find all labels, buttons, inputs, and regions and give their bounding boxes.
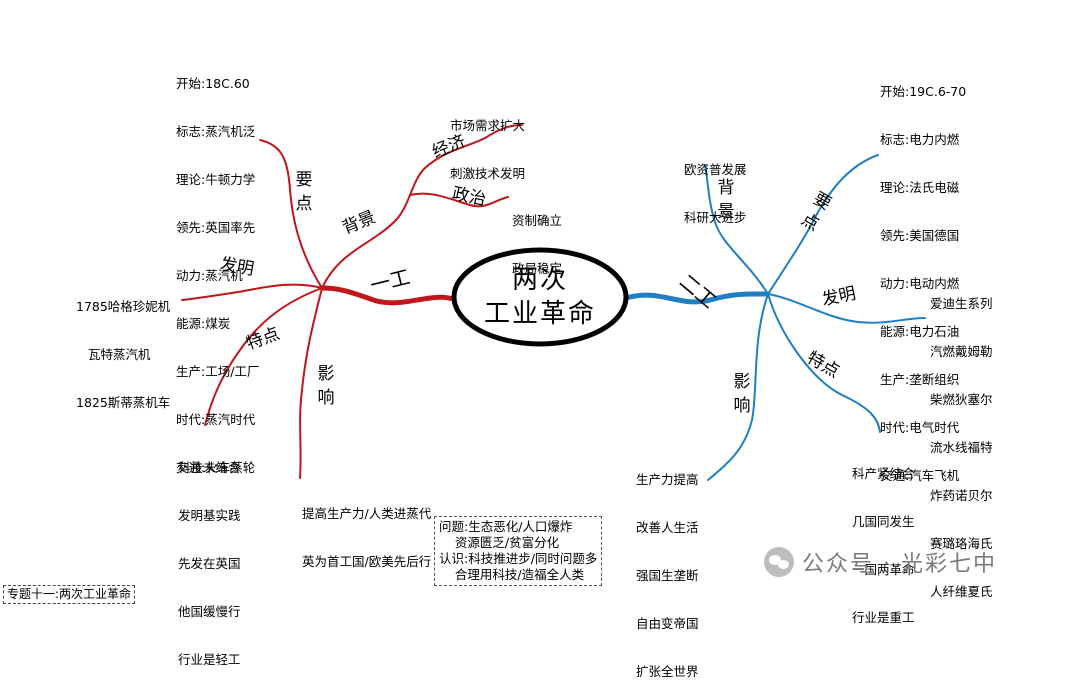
- right-yingxiang-branch: [707, 293, 769, 481]
- left-jingji-branch: [424, 124, 523, 169]
- right-yingxiang-item: 自由变帝国: [636, 616, 699, 631]
- left-yingxiang-label: 影响: [317, 364, 335, 408]
- left-main-branch: [319, 285, 459, 306]
- right-tedian-list: 科产紧结合 几国同发生 一国两革命 行业是重工: [852, 434, 915, 642]
- wechat-icon: [764, 547, 794, 577]
- left-zhengzhi-item: 政局稳定: [512, 261, 563, 276]
- right-beijing-item: 欧资普发展: [684, 162, 747, 177]
- left-yingxiang-item: 提高生产力/人类进蒸代: [302, 506, 432, 521]
- left-yingxiang-list: 提高生产力/人类进蒸代 英为首工国/欧美先后行: [302, 474, 431, 586]
- right-yaodian-item: 动力:电动内燃: [880, 276, 960, 291]
- left-yaodian-item: 交通:火车蒸轮: [176, 460, 256, 475]
- left-branches: [181, 124, 523, 479]
- right-beijing-label: 背景: [717, 178, 735, 222]
- left-faming-branch: [181, 283, 323, 301]
- mind-map-canvas: [181, 124, 926, 481]
- right-yaodian-item: 理论:法氏电磁: [880, 180, 960, 195]
- right-faming-item: 爱迪生系列: [930, 296, 993, 311]
- right-yingxiang-item: 强国生垄断: [636, 568, 699, 583]
- right-yaodian-list: 开始:19C.6-70 标志:电力内燃 理论:法氏电磁 领先:美国德国 动力:电…: [880, 52, 966, 500]
- left-yingxiang-branch: [299, 287, 323, 479]
- right-faming-item: 汽燃戴姆勒: [930, 344, 993, 359]
- left-tedian-item: 他国缓慢行: [178, 604, 241, 619]
- right-faming-item: 炸药诺贝尔: [930, 488, 993, 503]
- right-faming-item: 人纤维夏氏: [930, 584, 993, 599]
- left-yaodian-label: 要点: [295, 170, 313, 214]
- left-jingji-list: 市场需求扩大 刺激技术发明: [450, 86, 525, 198]
- left-tedian-item: 科技未结合: [178, 460, 241, 475]
- left-jingji-item: 刺激技术发明: [450, 166, 526, 181]
- right-branches: [623, 154, 926, 481]
- right-yaodian-item: 能源:电力石油: [880, 324, 960, 339]
- center-title-line1: 两次: [511, 265, 568, 295]
- center-title-line2: 工业革命: [483, 299, 596, 329]
- left-tedian-item: 发明基实践: [178, 508, 241, 523]
- right-tedian-item: 几国同发生: [852, 514, 915, 529]
- left-zhengzhi-item: 资制确立: [512, 213, 563, 228]
- right-faming-item: 赛璐珞海氏: [930, 536, 993, 551]
- right-yaodian-item: 开始:19C.6-70: [880, 84, 967, 99]
- right-yaodian-item: 交通:汽车飞机: [880, 468, 960, 483]
- left-faming-list: 1785哈格珍妮机 瓦特蒸汽机 1825斯蒂蒸机车: [76, 267, 170, 427]
- right-tedian-item: 行业是重工: [852, 610, 915, 625]
- summary-item: 资源匮乏/贫富分化: [439, 535, 560, 550]
- summary-item: 认识:科技推进步/同时问题多: [439, 551, 598, 566]
- summary-item: 问题:生态恶化/人口爆炸: [439, 519, 573, 534]
- right-yaodian-item: 时代:电气时代: [880, 420, 960, 435]
- left-beijing-branch: [321, 167, 426, 289]
- right-faming-list: 爱迪生系列 汽燃戴姆勒 柴燃狄塞尔 流水线福特 炸药诺贝尔 赛璐珞海氏 人纤维夏…: [930, 264, 993, 616]
- left-yaodian-branch: [259, 139, 323, 289]
- left-zhengzhi-branch: [409, 192, 509, 208]
- watermark: 公众号 · 光彩七中: [764, 546, 997, 578]
- left-yaodian-item: 理论:牛顿力学: [176, 172, 256, 187]
- right-tedian-branch: [767, 293, 881, 433]
- right-yaodian-item: 标志:电力内燃: [880, 132, 960, 147]
- left-faming-item: 瓦特蒸汽机: [88, 347, 151, 362]
- right-yingxiang-item: 扩张全世界: [636, 664, 699, 679]
- summary-box: 问题:生态恶化/人口爆炸 资源匮乏/贫富分化 认识:科技推进步/同时问题多 合理…: [434, 516, 603, 586]
- left-yaodian-item: 生产:工场/工厂: [176, 364, 260, 379]
- left-tedian-item: 行业是轻工: [178, 652, 241, 667]
- left-yaodian-item: 时代:蒸汽时代: [176, 412, 256, 427]
- center-ellipse: [451, 247, 629, 347]
- right-yingxiang-label: 影响: [733, 372, 751, 416]
- left-yaodian-item: 标志:蒸汽机泛: [176, 124, 256, 139]
- left-yaodian-item: 动力:蒸汽机: [176, 268, 243, 283]
- left-faming-item: 1785哈格珍妮机: [76, 299, 171, 314]
- right-yingxiang-list: 生产力提高 改善人生活 强国生垄断 自由变帝国 扩张全世界: [636, 440, 699, 696]
- right-tedian-item: 科产紧结合: [852, 466, 915, 481]
- right-main-branch: [623, 291, 771, 305]
- summary-item: 合理用科技/造福全人类: [439, 567, 585, 582]
- left-yaodian-item: 能源:煤炭: [176, 316, 231, 331]
- right-yaodian-item: 生产:垄断组织: [880, 372, 960, 387]
- right-faming-item: 柴燃狄塞尔: [930, 392, 993, 407]
- right-tedian-item: 一国两革命: [852, 562, 915, 577]
- topic-footer: 专题十一:两次工业革命: [3, 585, 136, 604]
- left-tedian-branch: [204, 287, 323, 426]
- right-faming-branch: [767, 293, 926, 324]
- left-yaodian-item: 开始:18C.60: [176, 76, 250, 91]
- right-yingxiang-item: 生产力提高: [636, 472, 699, 487]
- center-title: 两次 工业革命: [454, 250, 626, 344]
- right-beijing-branch: [704, 164, 769, 295]
- left-zhengzhi-list: 资制确立 政局稳定: [512, 181, 562, 293]
- right-yaodian-item: 领先:美国德国: [880, 228, 960, 243]
- watermark-text: 公众号 · 光彩七中: [802, 552, 997, 577]
- left-yingxiang-item: 英为首工国/欧美先后行: [302, 554, 432, 569]
- left-yaodian-item: 领先:英国率先: [176, 220, 256, 235]
- right-faming-item: 流水线福特: [930, 440, 993, 455]
- right-beijing-item: 科研大进步: [684, 210, 747, 225]
- left-faming-item: 1825斯蒂蒸机车: [76, 395, 171, 410]
- left-tedian-item: 先发在英国: [178, 556, 241, 571]
- right-yingxiang-item: 改善人生活: [636, 520, 699, 535]
- right-beijing-list: 欧资普发展 科研大进步: [684, 130, 747, 242]
- left-yaodian-list: 开始:18C.60 标志:蒸汽机泛 理论:牛顿力学 领先:英国率先 动力:蒸汽机…: [176, 44, 259, 492]
- left-tedian-list: 科技未结合 发明基实践 先发在英国 他国缓慢行 行业是轻工: [178, 428, 241, 684]
- left-jingji-item: 市场需求扩大: [450, 118, 526, 133]
- right-yaodian-branch: [767, 154, 879, 295]
